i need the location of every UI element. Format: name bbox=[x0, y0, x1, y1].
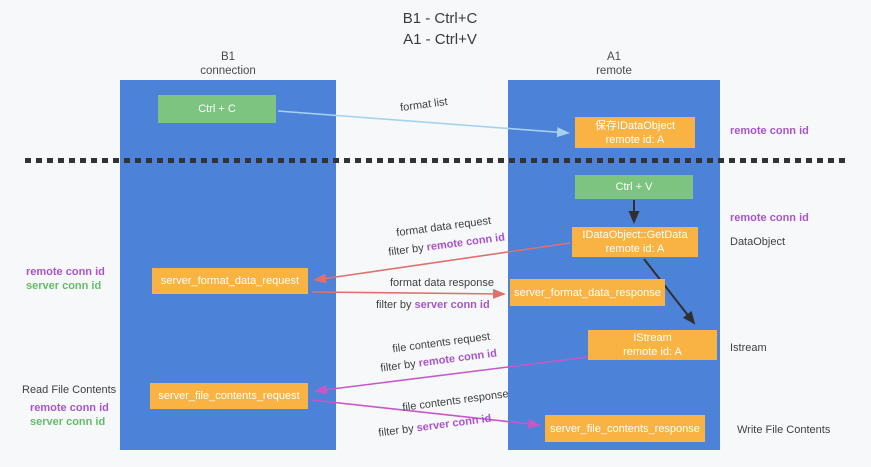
title-line-2: A1 - Ctrl+V bbox=[403, 31, 477, 48]
istream-box: IStream remote id: A bbox=[588, 330, 717, 360]
format-data-response-filter-label: filter by server conn id bbox=[376, 299, 490, 311]
server-conn-id-text: server conn id bbox=[415, 412, 493, 435]
istream-line1: IStream bbox=[633, 332, 672, 344]
save-idataobject-box: 保存IDataObject remote id: A bbox=[575, 117, 695, 148]
write-file-contents-label: Write File Contents bbox=[737, 424, 831, 436]
right-remote-conn-id-label-2: remote conn id bbox=[730, 212, 809, 224]
save-idataobject-line2: remote id: A bbox=[605, 133, 665, 146]
ctrl-c-label: Ctrl + C bbox=[198, 103, 236, 115]
istream-line2: remote id: A bbox=[623, 346, 682, 358]
diagram-title: B1 - Ctrl+C A1 - Ctrl+V bbox=[300, 8, 580, 50]
file-contents-response-label: file contents response bbox=[401, 388, 510, 414]
save-idataobject-line1: 保存IDataObject bbox=[594, 119, 676, 132]
lane-b1-sub: connection bbox=[200, 65, 256, 77]
ctrl-c-box: Ctrl + C bbox=[158, 95, 276, 123]
ctrl-v-label: Ctrl + V bbox=[615, 181, 653, 193]
lane-a1-name: A1 bbox=[606, 51, 622, 63]
file-response-label: server_file_contents_response bbox=[550, 422, 700, 435]
filter-by-text: filter by bbox=[387, 241, 428, 259]
left-server-conn-id-label-1: server conn id bbox=[26, 280, 102, 292]
file-request-label: server_file_contents_request bbox=[158, 390, 300, 402]
format-request-label: server_format_data_request bbox=[160, 275, 300, 287]
lane-a1-sub: remote bbox=[596, 65, 632, 77]
file-contents-response-filter-label: filter by server conn id bbox=[378, 413, 492, 440]
lane-b1-name: B1 bbox=[220, 51, 236, 63]
istream-label: Istream bbox=[730, 342, 767, 354]
format-data-response-arrow bbox=[311, 288, 506, 299]
filter-by-text: filter by bbox=[376, 299, 415, 311]
dataobject-label: DataObject bbox=[730, 236, 786, 248]
lane-header-b1: B1 connection bbox=[120, 50, 336, 78]
title-line-1: B1 - Ctrl+C bbox=[402, 10, 478, 27]
format-response-label: server_format_data_response bbox=[514, 286, 661, 299]
getdata-line1: IDataObject::GetData bbox=[582, 229, 688, 241]
server-format-data-request-box: server_format_data_request bbox=[152, 268, 308, 294]
filter-by-text: filter by bbox=[377, 422, 418, 440]
read-file-contents-label: Read File Contents bbox=[22, 384, 117, 396]
server-file-contents-request-box: server_file_contents_request bbox=[150, 383, 308, 409]
machine-boundary-dashed-line bbox=[25, 158, 845, 163]
filter-by-text: filter by bbox=[379, 357, 420, 375]
idataobject-getdata-box: IDataObject::GetData remote id: A bbox=[572, 227, 698, 257]
lane-header-a1: A1 remote bbox=[508, 50, 720, 78]
format-list-label: format list bbox=[399, 95, 449, 115]
right-remote-conn-id-label-1: remote conn id bbox=[730, 125, 809, 137]
getdata-line2: remote id: A bbox=[605, 243, 665, 255]
server-format-data-response-box: server_format_data_response bbox=[510, 279, 665, 306]
server-conn-id-text: server conn id bbox=[414, 299, 490, 311]
format-data-response-label: format data response bbox=[390, 277, 494, 289]
remote-conn-id-text: remote conn id bbox=[425, 231, 506, 254]
remote-conn-id-text: remote conn id bbox=[417, 347, 498, 370]
server-file-contents-response-box: server_file_contents_response bbox=[545, 415, 705, 442]
left-remote-conn-id-label-1: remote conn id bbox=[26, 266, 105, 278]
left-remote-conn-id-label-2: remote conn id bbox=[30, 402, 109, 414]
left-server-conn-id-label-2: server conn id bbox=[30, 416, 106, 428]
ctrl-v-box: Ctrl + V bbox=[575, 175, 693, 199]
